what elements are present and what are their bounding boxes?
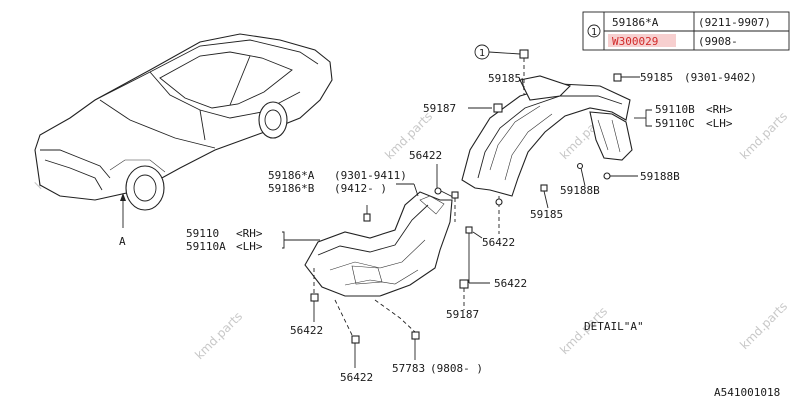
rear-wheel bbox=[258, 101, 288, 139]
part-label-59188b-b: 59188B bbox=[560, 184, 600, 197]
legend-table: 1 59186*A (9211-9907) W300029 (9908- bbox=[582, 11, 790, 51]
part-label-59110-side: <RH> bbox=[236, 227, 263, 240]
part-label-59186a: 59186*A bbox=[268, 169, 315, 182]
part-label-59185-mid: 59185 bbox=[530, 208, 563, 221]
part-label-59187-bot: 59187 bbox=[446, 308, 479, 321]
legend-row-1-range: (9211-9907) bbox=[698, 16, 771, 29]
mudguard-side-panel bbox=[589, 111, 633, 161]
clip-icon bbox=[411, 331, 420, 340]
legend-row-2-highlight bbox=[608, 34, 676, 47]
diagram-code: A541001018 bbox=[714, 386, 780, 399]
mudguard bbox=[461, 83, 631, 197]
part-label-56422-e: 56422 bbox=[340, 371, 373, 384]
legend-row-2-range: (9908- bbox=[698, 35, 738, 48]
part-label-59110b: 59110B bbox=[655, 103, 695, 116]
clip-icon bbox=[351, 335, 360, 344]
part-label-56422-c: 56422 bbox=[494, 277, 527, 290]
watermark-text: kmd.parts bbox=[737, 109, 790, 162]
under-cover bbox=[304, 191, 453, 297]
part-label-56422-d: 56422 bbox=[290, 324, 323, 337]
part-label-56422-a: 56422 bbox=[409, 149, 442, 162]
screw-icon bbox=[459, 279, 469, 289]
detail-caption: DETAIL"A" bbox=[584, 320, 644, 333]
part-label-59188b-a: 59188B bbox=[640, 170, 680, 183]
part-label-59110b-side: <RH> bbox=[706, 103, 733, 116]
callout-marker: 1 bbox=[479, 48, 485, 59]
clip-icon bbox=[613, 73, 622, 82]
part-label-59186b-range: (9412- ) bbox=[334, 182, 387, 195]
part-label-57783-range: (9808- ) bbox=[430, 362, 483, 375]
watermark-text: kmd.parts bbox=[192, 309, 245, 362]
part-label-59186a-range: (9301-9411) bbox=[334, 169, 407, 182]
clip-icon bbox=[519, 49, 529, 59]
car-body bbox=[34, 33, 333, 201]
clip-icon bbox=[310, 293, 319, 302]
part-label-59185-right: 59185 bbox=[640, 71, 673, 84]
part-label-57783: 57783 bbox=[392, 362, 425, 375]
under-cover-assembly bbox=[282, 164, 490, 368]
watermark-text: kmd.parts bbox=[737, 299, 790, 352]
screw-icon bbox=[493, 103, 503, 113]
legend-row-2-part: W300029 bbox=[612, 35, 658, 48]
legend-marker-circle bbox=[587, 24, 601, 38]
mudguard-assembly bbox=[461, 49, 652, 234]
mudguard-top-flange bbox=[519, 75, 572, 101]
part-labels: 59185 59185 (9301-9402) 59187 59110B <RH… bbox=[186, 71, 780, 399]
part-label-59186b: 59186*B bbox=[268, 182, 315, 195]
part-label-59187-top: 59187 bbox=[423, 102, 456, 115]
clip-icon bbox=[363, 213, 371, 222]
legend-row-1-part: 59186*A bbox=[612, 16, 659, 29]
part-label-59110a-side: <LH> bbox=[236, 240, 263, 253]
arrow-icon bbox=[120, 193, 126, 201]
part-label-59110: 59110 bbox=[186, 227, 219, 240]
legend-marker: 1 bbox=[591, 27, 597, 38]
clip-icon bbox=[495, 198, 503, 206]
clip-icon bbox=[540, 184, 548, 192]
clip-icon bbox=[465, 226, 473, 234]
clip-icon bbox=[434, 187, 442, 195]
car-windows bbox=[159, 51, 293, 109]
part-label-59185-range: (9301-9402) bbox=[684, 71, 757, 84]
part-label-59110a: 59110A bbox=[186, 240, 226, 253]
part-label-59110c: 59110C bbox=[655, 117, 695, 130]
detail-letter: A bbox=[119, 235, 126, 248]
part-label-59110c-side: <LH> bbox=[706, 117, 733, 130]
part-label-59185-top: 59185 bbox=[488, 72, 521, 85]
part-label-56422-b: 56422 bbox=[482, 236, 515, 249]
clip-icon bbox=[603, 172, 611, 180]
car-illustration: A bbox=[34, 33, 333, 248]
front-wheel bbox=[125, 165, 165, 211]
